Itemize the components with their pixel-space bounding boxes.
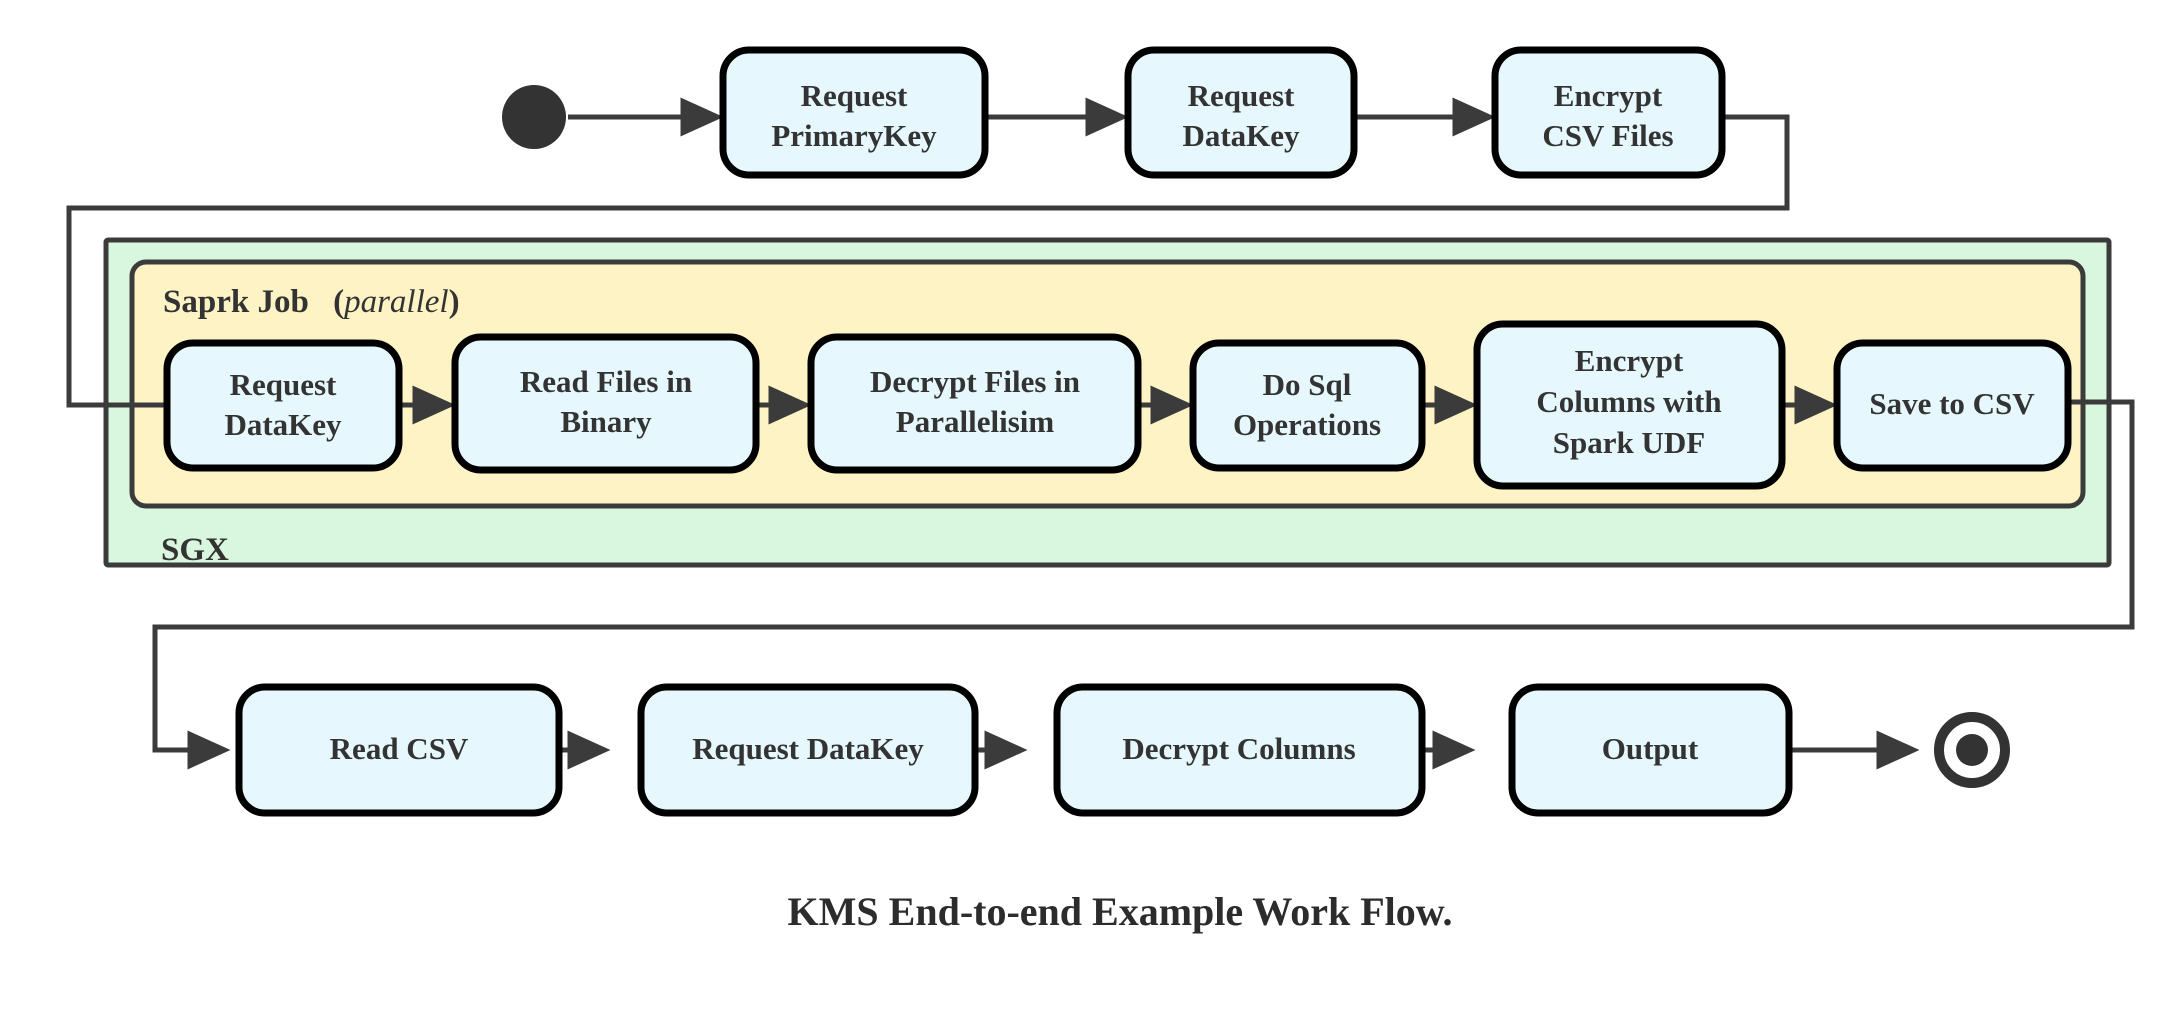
node-encrypt-columns-line-3: Spark UDF: [1553, 425, 1705, 460]
node-request-primarykey-line-1: Request: [801, 78, 908, 113]
node-do-sql-operations-line-2: Operations: [1233, 407, 1381, 442]
node-output[interactable]: Output: [1508, 683, 1793, 817]
node-save-to-csv[interactable]: Save to CSV: [1833, 339, 2072, 472]
node-read-files-in-binary-line-1: Read Files in: [520, 364, 692, 399]
node-read-csv-label: Read CSV: [330, 731, 469, 766]
spark-job-label-main: Saprk Job: [163, 284, 309, 320]
node-request-datakey-bottom-label: Request DataKey: [692, 731, 924, 766]
node-output-label: Output: [1602, 731, 1699, 766]
node-encrypt-columns-line-1: Encrypt: [1575, 343, 1684, 378]
bullseye-end-outer-icon: [1934, 712, 2010, 788]
node-save-to-csv-box[interactable]: [1833, 339, 2072, 472]
node-read-files-in-binary[interactable]: Read Files in Binary: [451, 333, 760, 474]
node-encrypt-csv-files-line-1: Encrypt: [1554, 78, 1663, 113]
node-decrypt-columns[interactable]: Decrypt Columns: [1053, 683, 1426, 817]
node-request-datakey-top[interactable]: Request DataKey: [1124, 46, 1358, 179]
node-request-datakey-top-line-1: Request: [1188, 78, 1295, 113]
node-request-datakey-spark-box[interactable]: [163, 339, 403, 472]
node-request-datakey-spark-line-2: DataKey: [224, 407, 342, 442]
node-read-files-in-binary-box[interactable]: [451, 333, 760, 474]
node-encrypt-columns-with-spark-udf-box[interactable]: [1473, 320, 1786, 490]
node-do-sql-operations-box[interactable]: [1189, 339, 1426, 472]
node-encrypt-csv-files-box[interactable]: [1491, 46, 1726, 179]
edge-layer: [66, 97, 2135, 770]
node-decrypt-files-in-parallelisim-line-1: Decrypt Files in: [870, 364, 1080, 399]
edge-save-to-csv-to-read-csv: [152, 399, 2135, 770]
edge-encrypt-csv-files-to-spark-request-datakey: [66, 114, 1790, 425]
node-encrypt-csv-files[interactable]: Encrypt CSV Files: [1491, 46, 1726, 179]
node-save-to-csv-label: Save to CSV: [1869, 386, 2035, 421]
spark-job-label-paren-close: ): [449, 284, 460, 320]
node-request-primarykey-box[interactable]: [719, 46, 989, 179]
node-request-datakey-top-box[interactable]: [1124, 46, 1358, 179]
node-request-primarykey-line-2: PrimaryKey: [771, 118, 937, 153]
node-read-files-in-binary-line-2: Binary: [560, 404, 652, 439]
node-decrypt-columns-box[interactable]: [1053, 683, 1426, 817]
node-encrypt-columns-with-spark-udf[interactable]: Encrypt Columns with Spark UDF: [1473, 320, 1786, 490]
diagram-caption: KMS End-to-end Example Work Flow.: [788, 889, 1453, 934]
end-node: [1934, 712, 2010, 788]
node-read-csv[interactable]: Read CSV: [235, 683, 563, 817]
spark-job-container-label: Saprk Job (parallel): [163, 284, 460, 320]
node-request-datakey-spark[interactable]: Request DataKey: [163, 339, 403, 472]
node-encrypt-columns-line-2: Columns with: [1536, 384, 1721, 419]
node-output-box[interactable]: [1508, 683, 1793, 817]
node-request-datakey-top-line-2: DataKey: [1182, 118, 1300, 153]
node-decrypt-files-in-parallelisim-line-2: Parallelisim: [896, 404, 1055, 439]
sgx-container-label: SGX: [161, 532, 229, 568]
node-encrypt-csv-files-line-2: CSV Files: [1542, 118, 1673, 153]
node-do-sql-operations-line-1: Do Sql: [1263, 367, 1352, 402]
start-node: [502, 85, 566, 149]
node-request-datakey-bottom-box[interactable]: [637, 683, 979, 817]
bullseye-end-inner-icon: [1956, 734, 1988, 766]
node-decrypt-files-in-parallelisim[interactable]: Decrypt Files in Parallelisim: [807, 333, 1142, 474]
node-decrypt-columns-label: Decrypt Columns: [1122, 731, 1355, 766]
filled-circle-start-icon: [502, 85, 566, 149]
node-read-csv-box[interactable]: [235, 683, 563, 817]
node-request-datakey-spark-line-1: Request: [230, 367, 337, 402]
node-decrypt-files-in-parallelisim-box[interactable]: [807, 333, 1142, 474]
node-request-datakey-bottom[interactable]: Request DataKey: [637, 683, 979, 817]
node-do-sql-operations[interactable]: Do Sql Operations: [1189, 339, 1426, 472]
node-request-primarykey[interactable]: Request PrimaryKey: [719, 46, 989, 179]
spark-job-label-paren-open: (: [333, 284, 344, 320]
spark-job-label-italic: parallel: [342, 284, 449, 320]
